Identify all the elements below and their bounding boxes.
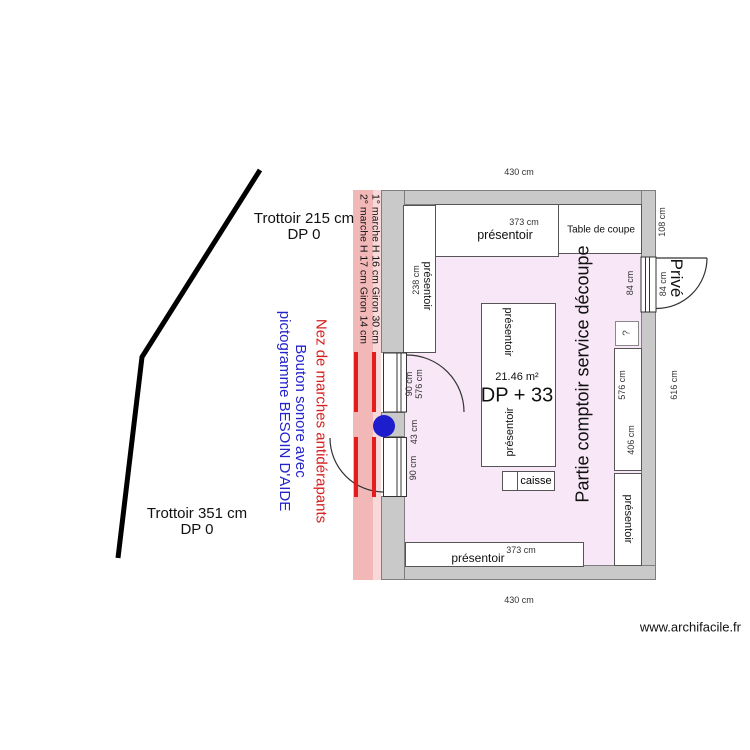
dim-width-top: 430 cm [504,167,534,177]
stairs-note-line2: 2° marche H 17 cm Giron 14 cm [358,193,370,345]
watermark: www.archifacile.fr [639,619,741,635]
step-nosing-bar [354,437,358,497]
caisse-label-box: caisse [517,471,555,491]
trottoir-top-line2: DP 0 [287,226,321,243]
bouton-sonore-note: Bouton sonore avec pictogramme BESOIN D'… [276,310,309,512]
trottoir-bottom-line2: DP 0 [180,521,214,538]
sidewalk-edge-line [115,168,263,559]
step-nosing-bar [372,352,376,412]
wall-top [381,190,656,205]
wall-left-upper [381,190,405,353]
appliance-box [615,321,639,346]
presentoir-bottom-label: présentoir [451,551,505,565]
stairs-note-line1: 1° marche H 16 cm Giron 30 cm [369,193,382,345]
presentoir-bottom [405,542,584,567]
step-nosing-bar [372,437,376,497]
room-area-label: 21.46 m² [495,371,539,383]
presentoir-top-label: présentoir [477,228,533,242]
caisse-desk [502,471,518,491]
wall-bottom [381,565,656,580]
dim-presentoir-left: 238 cm [411,265,421,295]
trottoir-top-note: Trottoir 215 cm DP 0 [254,211,354,243]
island-top-label: présentoir [502,307,514,357]
presentoir-right-label: présentoir [622,494,634,544]
presentoir-top [435,204,559,257]
trottoir-bottom-line1: Trottoir 351 cm [146,505,248,522]
table-de-coupe [558,204,642,254]
zone-comptoir-label: Partie comptoir service découpe [572,245,593,503]
dim-right-opening: 108 cm [657,207,667,237]
presentoir-island [481,303,556,467]
bouton-note-line1: Bouton sonore avec [292,344,309,478]
dim-door-right-inner: 84 cm [625,270,635,296]
dim-presentoir-top: 373 cm [509,217,539,227]
island-bottom-label: présentoir [504,407,516,457]
caisse-label: caisse [520,475,552,487]
dim-door-low: 90 cm [408,455,418,481]
wall-right [641,190,656,580]
nez-marches-note: Nez de marches antidérapants [312,318,330,524]
zone-prive-label: Privé [667,258,686,298]
wall-left-pillar [381,412,405,437]
step-strip-light [373,190,381,580]
dim-pillar: 43 cm [409,419,419,445]
dim-counter-right-b: 406 cm [626,425,636,455]
appliance-glyph: ? [621,330,633,336]
step-nosing-bar [354,352,358,412]
bouton-note-line2: pictogramme BESOIN D'AIDE [276,310,293,512]
dim-width-bottom: 430 cm [504,595,534,605]
trottoir-top-line1: Trottoir 215 cm [253,210,355,227]
dim-counter-right-a: 576 cm [617,370,627,400]
presentoir-left-label: présentoir [421,261,433,311]
dim-door-up: 90 cm [404,371,414,397]
table-de-coupe-label: Table de coupe [567,224,635,236]
presentoir-right [614,473,642,566]
stairs-note: 1° marche H 16 cm Giron 30 cm 2° marche … [358,193,382,345]
presentoir-left [403,205,436,353]
trottoir-bottom-note: Trottoir 351 cm DP 0 [147,506,247,538]
dim-run-left: 576 cm [414,369,424,399]
wall-left-lower [381,496,405,580]
room-dp-label: DP + 33 [480,384,554,407]
counter-right [614,348,642,471]
dim-wall-right: 616 cm [669,370,679,400]
dim-presentoir-bottom: 373 cm [506,545,536,555]
